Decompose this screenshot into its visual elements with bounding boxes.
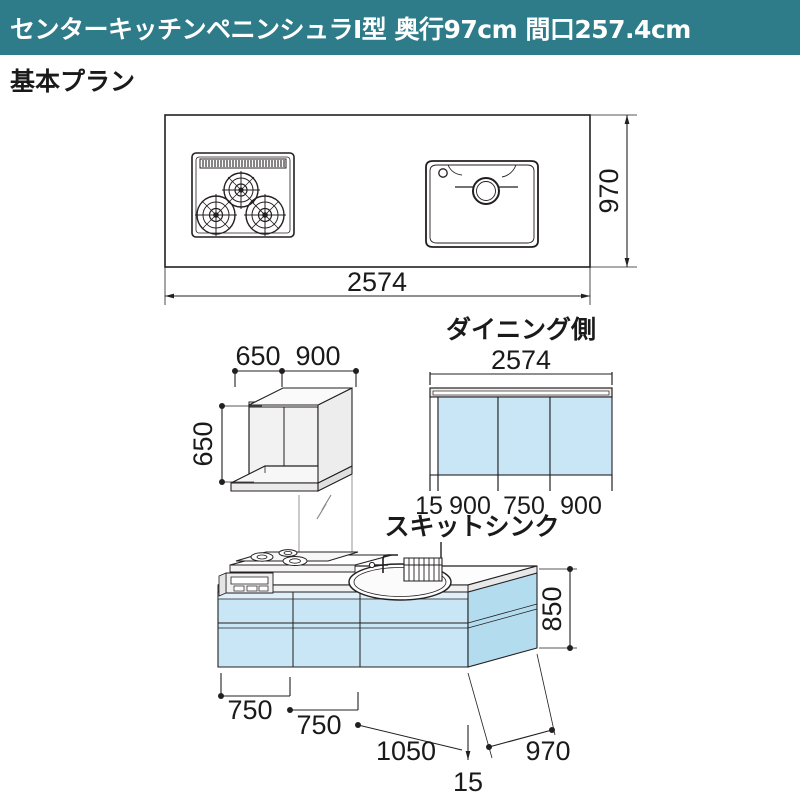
iso-height-dimension: 850 xyxy=(537,566,577,651)
cooktop-icon xyxy=(191,152,295,238)
dining-dim-3: 900 xyxy=(560,492,602,520)
range-hood xyxy=(230,387,353,492)
technical-drawing: 970 2574 650 900 xyxy=(164,114,637,797)
burner-right xyxy=(244,194,286,236)
burner-left xyxy=(195,194,237,236)
elevation-panel-1 xyxy=(429,396,439,476)
iso-bottom-dimensions: 750 750 1050 15 xyxy=(218,673,483,797)
dining-side-label: ダイニング側 xyxy=(446,315,596,344)
dining-dim-1: 900 xyxy=(449,492,491,520)
iso-sink xyxy=(348,554,452,601)
dining-width-label: 2574 xyxy=(491,345,551,375)
plan-depth-label: 970 xyxy=(594,168,624,213)
elevation-panel-3 xyxy=(497,396,551,476)
hood-dim-left: 650 xyxy=(235,341,280,371)
burner-rear xyxy=(222,171,260,209)
hood-view-group: 650 900 xyxy=(188,341,359,555)
iso-cabinet-front xyxy=(217,591,469,668)
hood-top-dimensions: 650 900 xyxy=(232,341,359,387)
skit-sink-label: スキットシンク xyxy=(384,512,559,541)
iso-depth-dimension: 970 xyxy=(467,653,571,766)
hood-dim-right: 900 xyxy=(295,341,340,371)
hood-height-dimension: 650 xyxy=(188,403,262,485)
iso-depth-label: 970 xyxy=(525,736,570,766)
sink-icon xyxy=(425,160,539,248)
plan-view-group: 970 2574 xyxy=(164,114,637,305)
iso-control-panel xyxy=(218,572,274,597)
dining-panel-dimensions: 15 900 750 900 xyxy=(415,475,613,520)
page-title: センターキッチンペニンシュラI型 奥行97cm 間口257.4cm xyxy=(10,14,691,44)
elevation-panel-2 xyxy=(437,396,499,476)
plan-width-label: 2574 xyxy=(347,267,407,297)
plan-width-dimension: 2574 xyxy=(164,267,591,305)
iso-bottom-dim-0: 750 xyxy=(227,695,272,725)
subtitle: 基本プラン xyxy=(10,67,136,96)
header-bar: センターキッチンペニンシュラI型 奥行97cm 間口257.4cm xyxy=(0,0,800,55)
elevation-panel-4 xyxy=(549,396,613,476)
iso-view-group: スキットシンク xyxy=(217,512,577,797)
iso-height-label: 850 xyxy=(537,586,567,631)
iso-cooktop xyxy=(235,549,359,566)
iso-bottom-dim-1: 750 xyxy=(296,710,341,740)
hood-height-label: 650 xyxy=(188,421,218,466)
iso-bottom-dim-3: 15 xyxy=(453,767,483,797)
dining-dim-2: 750 xyxy=(503,492,545,520)
iso-bottom-dim-2: 1050 xyxy=(376,736,436,766)
plan-depth-dimension: 970 xyxy=(590,114,637,268)
dining-dim-0: 15 xyxy=(415,492,443,520)
dining-elevation-group: ダイニング側 2574 15 900 750 xyxy=(415,315,613,520)
